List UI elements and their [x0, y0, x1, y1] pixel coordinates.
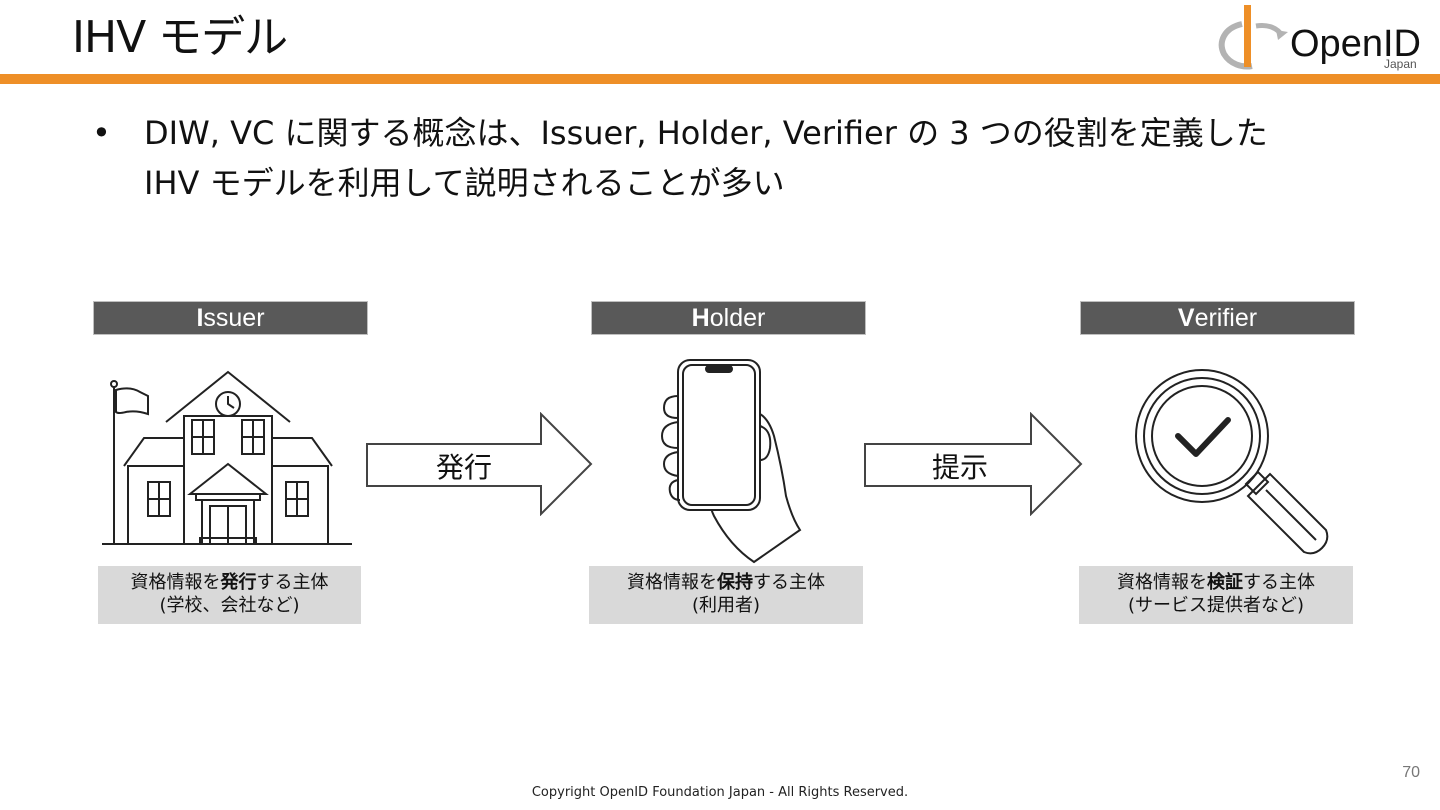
- issuer-header: Issuer: [93, 301, 368, 335]
- verifier-header: Verifier: [1080, 301, 1355, 335]
- present-arrow: [864, 412, 1083, 516]
- school-building-icon: [102, 370, 352, 545]
- openid-logo: OpenID Japan: [1218, 5, 1421, 71]
- holder-header: Holder: [591, 301, 866, 335]
- holder-desc-line2: (利用者): [691, 595, 761, 616]
- verifier-desc-pre: 資格情報を: [1117, 572, 1207, 593]
- issuer-desc-pre: 資格情報を: [130, 572, 221, 593]
- issuer-description: 資格情報を発行する主体 (学校、会社など): [98, 566, 361, 624]
- present-arrow-label: 提示: [932, 451, 989, 484]
- issue-arrow: [366, 412, 593, 516]
- holder-header-cap: H: [691, 304, 710, 332]
- verifier-desc-line2: (サービス提供者など): [1127, 595, 1305, 616]
- slide-title: IHV モデル: [72, 12, 288, 63]
- bullet-line-2: IHV モデルを利用して説明されることが多い: [144, 164, 785, 202]
- bullet-line-1: DIW, VC に関する概念は、Issuer, Holder, Verifier…: [144, 114, 1268, 152]
- page-number: 70: [1402, 764, 1420, 781]
- issuer-header-cap: I: [196, 304, 204, 332]
- logo-subtext: Japan: [1384, 57, 1417, 71]
- verifier-desc-bold: 検証: [1207, 572, 1243, 593]
- verifier-desc-post: する主体: [1243, 572, 1315, 593]
- issuer-desc-line2: (学校、会社など): [159, 595, 300, 616]
- magnifier-check-icon: [1135, 369, 1329, 555]
- holder-description: 資格情報を保持する主体 (利用者): [589, 566, 863, 624]
- issuer-desc-bold: 発行: [220, 572, 257, 593]
- holder-desc-pre: 資格情報を: [627, 572, 717, 593]
- issuer-header-rest: ssuer: [203, 304, 265, 332]
- bullet-dot: •: [92, 114, 111, 152]
- smartphone-hand-icon: [660, 359, 802, 564]
- verifier-header-cap: V: [1177, 304, 1195, 332]
- holder-header-rest: older: [709, 304, 766, 332]
- verifier-header-rest: erifier: [1194, 304, 1258, 332]
- verifier-description: 資格情報を検証する主体 (サービス提供者など): [1079, 566, 1353, 624]
- holder-desc-bold: 保持: [717, 572, 753, 593]
- issue-arrow-label: 発行: [436, 451, 493, 484]
- issuer-desc-post: する主体: [256, 572, 329, 593]
- title-divider: [0, 74, 1440, 84]
- copyright-footer: Copyright OpenID Foundation Japan - All …: [531, 785, 909, 800]
- holder-desc-post: する主体: [753, 572, 825, 593]
- logo-text: OpenID: [1290, 23, 1421, 65]
